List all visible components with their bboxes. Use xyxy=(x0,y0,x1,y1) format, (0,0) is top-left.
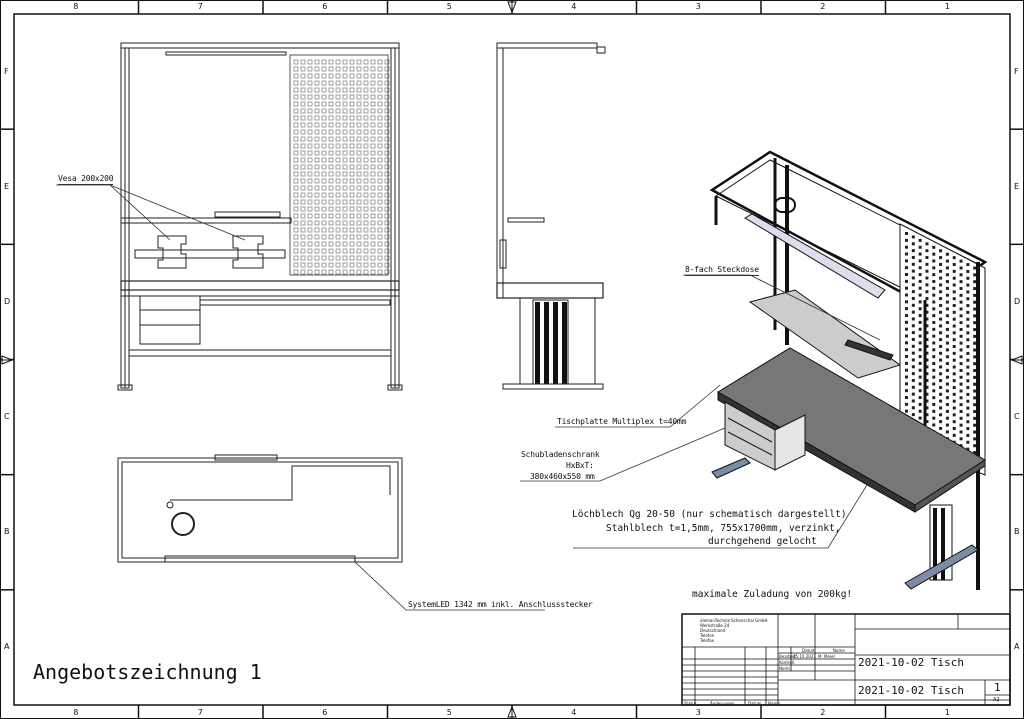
zone-label: B xyxy=(4,527,10,537)
tischplatte-label: Tischplatte Multiplex t=40mm xyxy=(557,417,687,426)
company-name: alemanTechnik Schenschal GmbH xyxy=(700,618,768,623)
zone-label: 1 xyxy=(944,708,950,717)
side-view xyxy=(496,42,606,390)
drawing-title: Angebotszeichnung 1 xyxy=(33,660,262,684)
zone-label: C xyxy=(4,412,10,422)
paper-format: A2 xyxy=(993,697,1000,703)
zone-label: F xyxy=(1014,66,1019,76)
zone-label: 8 xyxy=(73,2,79,11)
zone-label: D xyxy=(1014,296,1021,306)
zone-label: 6 xyxy=(322,2,328,11)
zone-label: 7 xyxy=(197,2,203,11)
lochblech-label-3: durchgehend gelocht xyxy=(708,536,817,547)
zone-label: 3 xyxy=(695,2,701,11)
title-block xyxy=(681,613,1011,706)
top-view xyxy=(117,454,403,563)
company-phone: Telefon xyxy=(700,633,715,638)
rev-name-header: Name xyxy=(768,701,780,706)
vesa-label: Vesa 200x200 xyxy=(58,174,114,185)
zone-label: F xyxy=(4,66,9,76)
rev-changes-header: Änderungen xyxy=(710,701,735,706)
front-view xyxy=(117,42,403,391)
row-kontrolliert: Kontroll. xyxy=(779,660,796,665)
lochblech-label-1: Löchblech Qg 20-50 (nur schematisch darg… xyxy=(572,509,847,520)
schublade-label-1: Schubladenschrank xyxy=(521,450,600,459)
systemled-label: SystemLED 1342 mm inkl. Anschlussstecker xyxy=(408,600,593,609)
zone-label: 2 xyxy=(820,708,826,717)
zone-label: 7 xyxy=(197,708,203,717)
sheet-number: 1 xyxy=(994,681,1001,694)
zone-label: 5 xyxy=(446,2,452,11)
row-bearbeitet: Bearbeit. xyxy=(779,654,798,659)
zone-label: A xyxy=(4,642,10,652)
zone-label: 6 xyxy=(322,708,328,717)
col-name: Name xyxy=(833,648,845,653)
steckdose-label: 8-fach Steckdose xyxy=(685,265,759,276)
company-street: Werkstraße 24 xyxy=(700,623,730,628)
zone-label: 1 xyxy=(944,2,950,11)
zone-label: 4 xyxy=(571,2,577,11)
zone-label: 8 xyxy=(73,708,79,717)
zone-label: 2 xyxy=(820,2,826,11)
zone-label: 5 xyxy=(446,708,452,717)
zone-label: E xyxy=(4,181,10,191)
col-datum: Datum xyxy=(802,648,816,653)
rev-status-header: Status xyxy=(684,701,697,706)
bearbeitet-datum: 15.10.2021 xyxy=(793,654,816,659)
zone-label: E xyxy=(1014,181,1020,191)
company-address: alemanTechnik Schenschal GmbH Werkstraße… xyxy=(700,618,768,643)
zone-label: 4 xyxy=(571,708,577,717)
zone-label: B xyxy=(1014,527,1020,537)
schublade-label-2: HxBxT: xyxy=(566,461,594,470)
bearbeitet-name: M. Meier xyxy=(818,654,836,659)
isometric-view xyxy=(709,150,988,590)
title-block-title: 2021-10-02 Tisch xyxy=(858,656,964,669)
zone-label: C xyxy=(1014,412,1020,422)
zone-label: 3 xyxy=(695,708,701,717)
row-norm: Norm xyxy=(779,666,790,671)
company-fax: Telefax xyxy=(700,638,715,643)
lochblech-label-2: Stahlblech t=1,5mm, 755x1700mm, verzinkt… xyxy=(606,523,841,534)
zuladung-note: maximale Zuladung von 200kg! xyxy=(692,589,853,600)
zone-label: D xyxy=(4,296,11,306)
company-city: Deutschland xyxy=(700,628,726,633)
drawing-number: 2021-10-02 Tisch xyxy=(858,684,964,697)
rev-date-header: Datum xyxy=(748,701,762,706)
zone-label: A xyxy=(1014,642,1020,652)
schublade-label-3: 380x460x550 mm xyxy=(530,472,595,481)
